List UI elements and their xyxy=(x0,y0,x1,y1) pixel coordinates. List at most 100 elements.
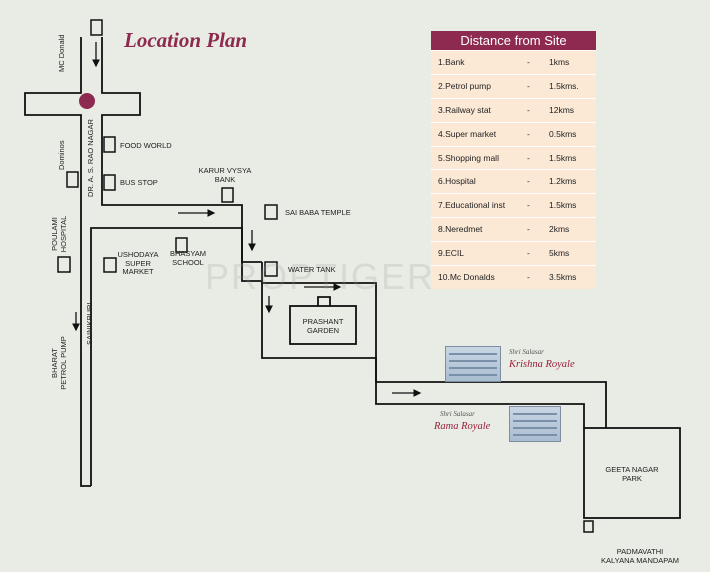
distance-dash: - xyxy=(527,224,530,235)
label-padmavathi: PADMAVATHI KALYANA MANDAPAM xyxy=(590,547,690,565)
label-food-world: FOOD WORLD xyxy=(120,141,172,150)
distance-row: 10.Mc Donalds - 3.5kms xyxy=(431,265,596,289)
rama-name-label: Rama Royale xyxy=(434,421,491,432)
label-geeta-line2: PARK xyxy=(622,473,642,483)
label-padmavathi-line2: KALYANA MANDAPAM xyxy=(601,555,679,565)
road-main-left-edge xyxy=(24,37,91,487)
distance-name: 6.Hospital xyxy=(438,176,476,187)
label-bhasyam-line1: BHASYAM xyxy=(169,249,207,258)
padmavathi-box xyxy=(583,520,594,533)
distance-value: 1.5kms xyxy=(549,152,577,163)
distance-name: 1.Bank xyxy=(438,57,465,67)
label-water-tank: WATER TANK xyxy=(288,265,336,274)
label-bhasyam-line2: SCHOOL xyxy=(172,257,204,267)
watermark: PROPTIGER xyxy=(205,256,436,297)
label-prashant-line2: GARDEN xyxy=(306,325,340,335)
label-bhasyam: BHASYAM SCHOOL xyxy=(165,249,211,267)
label-bus-stop: BUS STOP xyxy=(120,178,158,187)
label-bharat-line2: PETROL PUMP xyxy=(58,336,68,390)
food-world-box xyxy=(103,136,116,153)
krishna-building-image xyxy=(445,346,501,382)
prashant-garden-marker xyxy=(317,296,331,306)
label-mc-donald: MC Donald xyxy=(57,34,66,72)
distance-row: 4.Super market - 0.5kms xyxy=(431,121,596,146)
distance-dash: - xyxy=(527,104,530,115)
dominos-box xyxy=(66,171,79,188)
distance-value: 1.5kms xyxy=(549,200,577,211)
distance-name: 4.Super market xyxy=(438,128,497,139)
label-geeta-nagar-park: GEETA NAGAR PARK xyxy=(594,465,670,483)
distance-value: 5kms xyxy=(549,248,570,259)
distance-dash: - xyxy=(527,176,530,187)
label-bharat: BHARAT PETROL PUMP xyxy=(50,333,68,393)
poulami-box xyxy=(57,256,71,273)
distance-dash: - xyxy=(527,200,530,211)
label-geeta-line1: GEETA NAGAR xyxy=(605,465,659,474)
sai-baba-box xyxy=(264,204,278,220)
distance-name: 2.Petrol pump xyxy=(438,80,491,91)
label-ushodaya-line1: USHODAYA xyxy=(117,250,159,259)
distance-value: 1kms xyxy=(549,57,570,67)
krishna-small-label: Shri Salasar xyxy=(509,348,544,356)
distance-name: 7.Educational inst xyxy=(438,200,506,211)
project-rama-royale: Shri Salasar Rama Royale xyxy=(416,402,566,442)
distance-table: Distance from Site 1.Bank - 1kms 2.Petrol … xyxy=(431,31,596,289)
label-prashant-line1: PRASHANT xyxy=(302,317,344,326)
distance-name: 3.Railway stat xyxy=(438,104,491,115)
site-junction-marker xyxy=(79,93,95,109)
distance-value: 12kms xyxy=(549,104,575,115)
krishna-name-label: Krishna Royale xyxy=(509,359,575,370)
road-east-outer-edge xyxy=(261,262,607,428)
distance-row: 3.Railway stat - 12kms xyxy=(431,97,596,122)
mc-donald-box xyxy=(90,19,103,36)
label-dr-road: DR. A. S. RAO NAGAR xyxy=(86,119,95,197)
label-ushodaya-line2: SUPER xyxy=(125,258,151,268)
bus-stop-box xyxy=(103,174,116,191)
distance-value: 0.5kms xyxy=(549,128,577,139)
label-poulami-line2: HOSPITAL xyxy=(58,215,68,253)
label-ushodaya: USHODAYA SUPER MARKET xyxy=(114,250,162,277)
distance-row: 6.Hospital - 1.2kms xyxy=(431,169,596,193)
label-poulami: POULAMI HOSPITAL xyxy=(50,214,68,254)
label-prashant-garden: PRASHANT GARDEN xyxy=(292,317,354,335)
rama-building-image xyxy=(509,406,561,442)
distance-row: 2.Petrol pump-1.5kms. xyxy=(431,73,596,98)
distance-value: 1.2kms xyxy=(549,176,577,187)
road-east-inner-edge xyxy=(90,227,585,486)
distance-name: 10.Mc Donalds xyxy=(438,272,495,283)
prashant-garden-block xyxy=(289,305,357,345)
distance-row: 7.Educational inst - 1.5kms xyxy=(431,193,596,217)
distance-row: 9.ECIL - 5kms xyxy=(431,241,596,265)
label-karur-vysya-line1: KARUR VYSYA xyxy=(198,166,252,175)
distance-dash: - xyxy=(527,248,530,259)
distance-name: 9.ECIL xyxy=(438,248,464,259)
rama-small-label: Shri Salasar xyxy=(440,410,475,418)
label-karur-vysya: KARUR VYSYA BANK xyxy=(190,166,260,184)
label-padmavathi-line1: PADMAVATHI xyxy=(616,547,664,556)
label-sainikpuri: SAINIKPURI xyxy=(85,302,94,345)
water-tank-box xyxy=(264,261,278,277)
distance-value: 3.5kms xyxy=(549,272,577,283)
distance-row: 8.Neredmet - 2kms xyxy=(431,217,596,241)
label-dominos: Dominos xyxy=(57,140,66,170)
distance-dash: - xyxy=(527,272,530,283)
distance-dash: - xyxy=(527,152,530,163)
distance-name: 5.Shopping mall xyxy=(438,152,499,163)
label-ushodaya-line3: MARKET xyxy=(122,267,154,277)
distance-row: 5.Shopping mall - 1.5kms xyxy=(431,145,596,170)
distance-dash: - xyxy=(527,57,530,67)
distance-row: 1.Bank - 1kms xyxy=(431,50,596,74)
distance-name: 8.Neredmet xyxy=(438,224,483,235)
distance-dash: - xyxy=(527,128,530,139)
geeta-nagar-park-block xyxy=(583,427,681,519)
distance-table-heading: Distance from Site xyxy=(431,31,596,50)
distance-value: 2kms xyxy=(549,224,570,235)
project-krishna-royale: Shri Salasar Krishna Royale xyxy=(445,342,605,382)
label-sai-baba: SAI BABA TEMPLE xyxy=(285,208,351,217)
distance-dash: - xyxy=(527,80,530,91)
karur-vysya-box xyxy=(221,187,234,203)
ushodaya-box xyxy=(103,257,117,273)
page-title: Location Plan xyxy=(124,28,248,52)
